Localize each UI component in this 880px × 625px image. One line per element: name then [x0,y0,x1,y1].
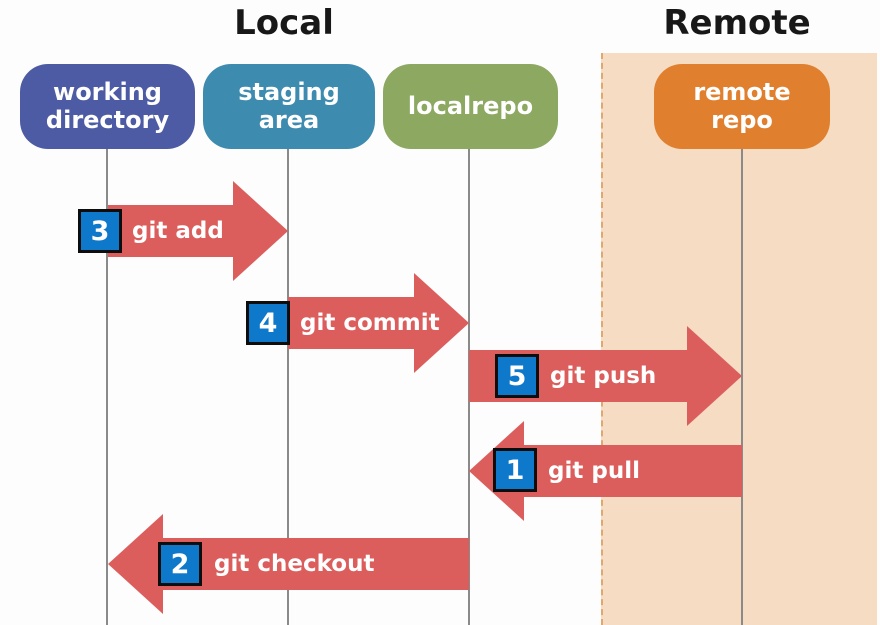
step-badge-4: 4 [246,301,290,345]
arrowhead-right-icon [233,181,288,281]
git-pull-arrow [524,445,742,497]
node-working-directory: working directory [20,64,195,149]
step-badge-3: 3 [78,209,122,253]
arrowhead-right-icon [687,326,742,426]
git-add-label: git add [132,218,224,244]
lifeline-working-directory [106,147,108,625]
node-staging-area: staging area [203,64,375,149]
lifeline-remote-repo [741,147,743,625]
local-zone-title: Local [234,3,334,43]
git-checkout-label: git checkout [214,551,375,577]
git-push-label: git push [550,363,657,389]
step-badge-5: 5 [495,354,539,398]
git-pull-label: git pull [548,458,640,484]
step-badge-2: 2 [158,542,202,586]
lifeline-staging-area [287,147,289,625]
node-localrepo: localrepo [383,64,558,149]
git-add-arrow [108,205,234,257]
arrowhead-right-icon [414,273,469,373]
git-commit-label: git commit [300,310,440,336]
remote-zone-title: Remote [663,3,811,43]
node-remote-repo: remote repo [654,64,830,149]
step-badge-1: 1 [493,448,537,492]
arrowhead-left-icon [108,514,163,614]
git-commit-arrow [288,297,414,349]
git-checkout-arrow [163,538,469,590]
